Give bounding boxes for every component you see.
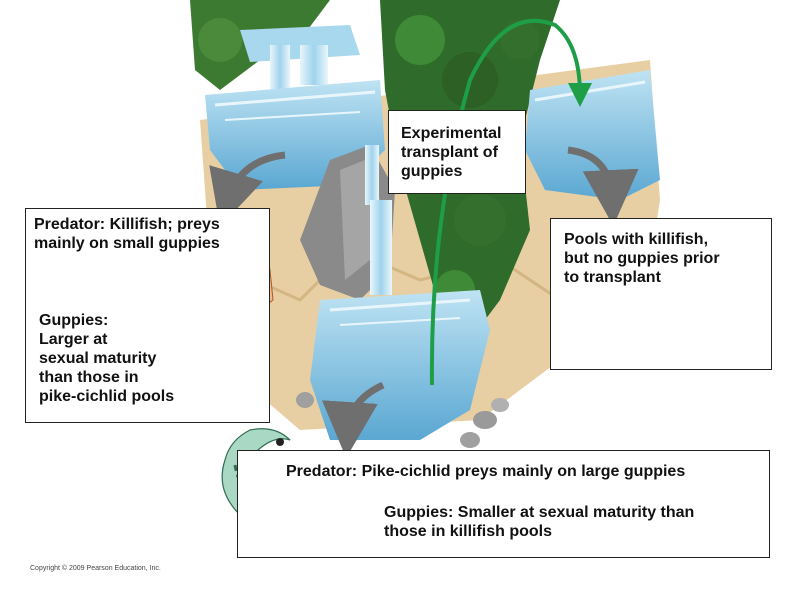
killifish-guppies-text: Guppies: Larger at sexual maturity than … <box>39 312 175 405</box>
empty-pool-box: Pools with killifish, but no guppies pri… <box>550 218 772 370</box>
transplant-label: Experimental transplant of guppies <box>401 125 502 180</box>
flow-arrow-left <box>209 151 286 227</box>
flow-arrow-bottom <box>321 381 385 458</box>
transplant-arrow <box>429 18 592 386</box>
flow-arrow-right <box>567 146 639 226</box>
pike-guppies-text: Guppies: Smaller at sexual maturity than… <box>384 504 695 540</box>
empty-pool-water <box>525 70 660 200</box>
center-rocks <box>300 145 395 300</box>
copyright-notice: Copyright © 2009 Pearson Education, Inc. <box>30 565 161 572</box>
pike-pool-box: Predator: Pike-cichlid preys mainly on l… <box>237 450 770 558</box>
pike-predator-text: Predator: Pike-cichlid preys mainly on l… <box>286 463 686 480</box>
killifish-predator-text: Predator: Killifish; preys mainly on sma… <box>34 216 220 252</box>
empty-pool-text: Pools with killifish, but no guppies pri… <box>564 231 720 286</box>
top-pool <box>240 25 360 90</box>
stones <box>296 392 509 448</box>
transplant-box: Experimental transplant of guppies <box>388 110 526 194</box>
killifish-pool-box: Predator: Killifish; preys mainly on sma… <box>25 208 270 423</box>
